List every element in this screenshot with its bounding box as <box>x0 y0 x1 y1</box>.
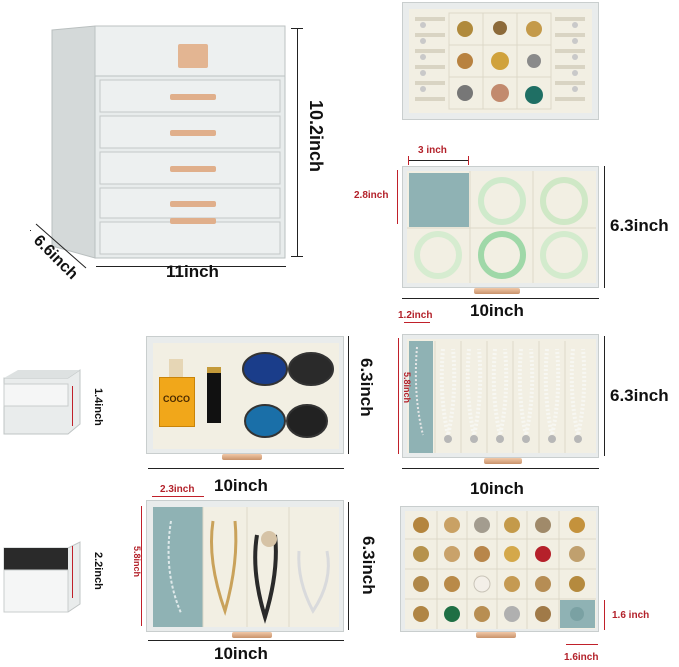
drawer-small-detail <box>3 364 81 435</box>
bangle-velvet-compartment <box>409 173 469 227</box>
bangles <box>407 171 596 283</box>
bangle-compartment-height-label: 2.8inch <box>354 190 389 201</box>
jewelry-box-drawing <box>51 25 286 259</box>
ring-cell-width-label: 1.6inch <box>564 652 599 663</box>
earring-slots <box>415 12 585 110</box>
tray-rings <box>400 506 599 632</box>
necklace-compartment-width-label: 1.2inch <box>398 310 433 321</box>
mixed-jewelry <box>167 507 330 627</box>
necklace-velvet-compartment <box>409 341 433 453</box>
glasses-tray-width-label: 10inch <box>214 476 268 495</box>
lipstick <box>207 367 221 423</box>
drawer-small-drawing <box>3 369 81 435</box>
tray-bangles <box>402 166 599 288</box>
drawer-large-drawing <box>3 541 81 613</box>
ring-cell-height-label: 1.6 inch <box>612 610 650 621</box>
drawer-large-detail <box>3 538 81 613</box>
perfume-cap <box>169 359 183 377</box>
tray-mixed <box>146 500 344 632</box>
bangle-tray-width-label: 10inch <box>470 301 524 320</box>
sunglasses <box>242 352 334 438</box>
drawer-small-depth-label: 1.4inch <box>92 388 104 426</box>
tray-necklaces <box>402 334 599 458</box>
necklace-tray-height-label: 6.3inch <box>610 386 669 405</box>
box-height-label: 10.2inch <box>306 100 326 173</box>
tray-earrings-rings <box>402 2 599 120</box>
box-width-label: 11inch <box>166 262 219 281</box>
glasses-tray-height-label: 6.3inch <box>357 358 376 417</box>
necklace-compartment-height-label: 5.8inch <box>402 372 412 404</box>
mixed-tray-height-label: 6.3inch <box>359 536 378 595</box>
box-depth-line <box>35 223 87 269</box>
perfume-bottle: COCO <box>159 377 195 427</box>
drawer-large-depth-label: 2.2inch <box>92 552 104 590</box>
necklaces <box>414 341 587 453</box>
mixed-compartment-width-label: 2.3inch <box>160 484 195 495</box>
jewelry-box-illustration <box>40 18 310 278</box>
perfume-label: COCO <box>163 394 190 404</box>
necklace-tray-width-label: 10inch <box>470 479 524 498</box>
bangle-compartment-width-label: 3 inch <box>418 145 447 156</box>
bangle-tray-height-label: 6.3inch <box>610 216 669 235</box>
ring-grid <box>405 511 596 629</box>
tray-glasses: COCO <box>146 336 344 454</box>
mixed-tray-width-label: 10inch <box>214 644 268 663</box>
mixed-compartment-height-label: 5.8inch <box>132 546 142 578</box>
